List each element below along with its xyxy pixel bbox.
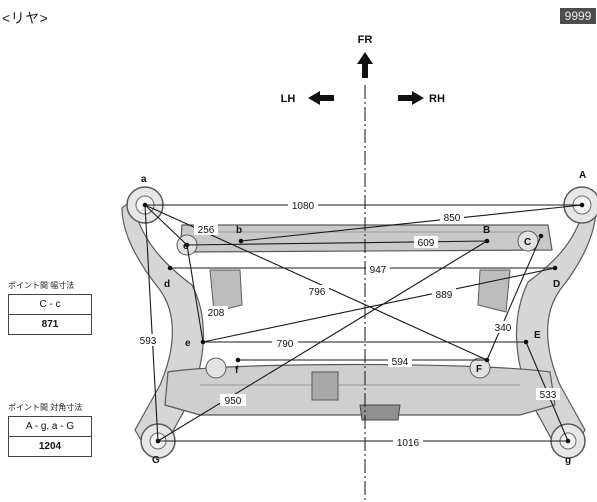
point-c-label: c bbox=[183, 241, 189, 252]
dim-d-D: 947 bbox=[370, 265, 387, 276]
dim-f-F: 594 bbox=[392, 357, 409, 368]
point-A-label: A bbox=[579, 170, 586, 181]
point-G-label: G bbox=[152, 455, 160, 466]
left-arrow-icon bbox=[308, 91, 334, 105]
dim-a-c: 256 bbox=[198, 225, 215, 236]
point-d-label: d bbox=[164, 279, 170, 290]
point-E-label: E bbox=[534, 330, 541, 341]
point-b-label: b bbox=[236, 225, 242, 236]
dim-c-B: 609 bbox=[418, 238, 435, 249]
width-legend-box: C - c 871 bbox=[8, 294, 92, 335]
point-d-dot bbox=[167, 265, 173, 271]
dim-B-G: 950 bbox=[225, 396, 242, 407]
point-B-dot bbox=[484, 238, 490, 244]
point-F-dot bbox=[484, 357, 490, 363]
dim-c-e: 208 bbox=[208, 308, 225, 319]
line-a-G bbox=[144, 204, 159, 442]
line-c-e bbox=[186, 244, 204, 343]
width-legend-value: 871 bbox=[41, 319, 59, 330]
right-arrow-icon bbox=[398, 91, 424, 105]
dim-E-g: 533 bbox=[540, 390, 557, 401]
dim-a-A: 1080 bbox=[292, 201, 315, 212]
point-F-label: F bbox=[476, 364, 482, 375]
measurement-points bbox=[142, 202, 585, 444]
width-legend: ポイント間 幅寸法 C - c 871 bbox=[8, 280, 118, 335]
front-label: FR bbox=[358, 34, 373, 46]
point-e-dot bbox=[200, 339, 206, 345]
point-G-dot bbox=[155, 438, 161, 444]
diagonal-legend: ポイント間 対角寸法 A - g, a - G 1204 bbox=[8, 402, 118, 457]
subframe-drawing bbox=[121, 186, 597, 459]
dim-G-g: 1016 bbox=[397, 438, 420, 449]
point-a-label: a bbox=[141, 174, 147, 185]
point-e-label: e bbox=[185, 338, 191, 349]
point-f-label: f bbox=[235, 365, 239, 376]
diagonal-legend-title: ポイント間 対角寸法 bbox=[8, 403, 83, 412]
point-D-label: D bbox=[553, 279, 560, 290]
front-arrow-icon bbox=[357, 52, 373, 78]
dim-a-F: 796 bbox=[309, 287, 326, 298]
point-D-dot bbox=[552, 265, 558, 271]
page-title: <リヤ> bbox=[2, 10, 49, 26]
diagonal-legend-box: A - g, a - G 1204 bbox=[8, 416, 92, 457]
left-label: LH bbox=[281, 93, 296, 105]
dim-e-D: 889 bbox=[436, 290, 453, 301]
point-E-dot bbox=[523, 339, 529, 345]
point-C-dot bbox=[538, 233, 544, 239]
point-g-dot bbox=[565, 438, 571, 444]
line-B-G bbox=[157, 240, 488, 442]
point-C-label: C bbox=[524, 237, 531, 248]
dim-C-F: 340 bbox=[495, 323, 512, 334]
point-b-dot bbox=[238, 238, 244, 244]
diagonal-legend-pair: A - g, a - G bbox=[9, 417, 91, 437]
point-c-dot bbox=[184, 242, 190, 248]
code-badge: 9999 bbox=[560, 8, 596, 24]
point-A-dot bbox=[579, 202, 585, 208]
dimension-labels: 1080 850 609 947 889 256 796 208 593 790… bbox=[136, 199, 560, 449]
line-e-D bbox=[202, 267, 556, 343]
line-C-F bbox=[486, 235, 542, 361]
point-g-label: g bbox=[565, 455, 571, 466]
dim-a-G: 593 bbox=[140, 336, 157, 347]
point-f-dot bbox=[235, 357, 241, 363]
diagonal-legend-value: 1204 bbox=[38, 441, 62, 452]
line-b-A bbox=[240, 204, 583, 242]
width-legend-pair: C - c bbox=[9, 295, 91, 315]
point-B-label: B bbox=[483, 225, 490, 236]
right-label: RH bbox=[429, 93, 445, 105]
dim-e-E: 790 bbox=[277, 339, 294, 350]
point-a-dot bbox=[142, 202, 148, 208]
line-a-c bbox=[144, 204, 188, 246]
width-legend-title: ポイント間 幅寸法 bbox=[8, 281, 75, 290]
dim-b-A: 850 bbox=[444, 213, 461, 224]
point-labels: a A b B c C d D e E f F G g bbox=[141, 170, 586, 466]
